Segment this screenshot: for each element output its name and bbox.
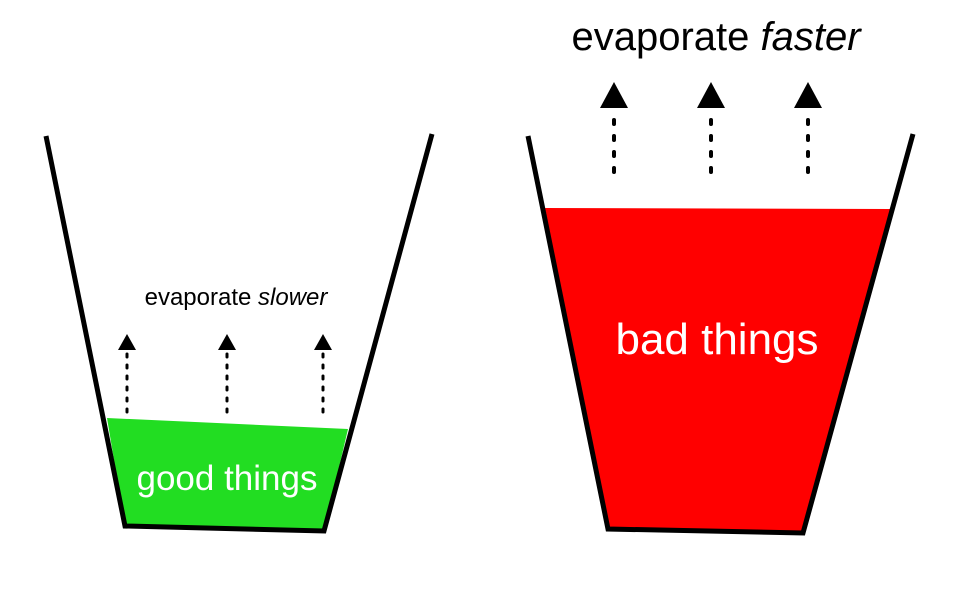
right-cup: bad things (525, 133, 916, 536)
right-cup-caption-emphasis: faster (761, 15, 863, 59)
left-arrow-3 (314, 334, 332, 414)
left-cup-caption-emphasis: slower (258, 284, 328, 311)
right-cup-caption: evaporate faster (571, 15, 862, 59)
right-cup-liquid (545, 208, 891, 533)
right-arrow-1-head (600, 82, 628, 108)
left-arrow-2-head (218, 334, 236, 350)
left-arrow-1-head (118, 334, 136, 350)
left-cup-arrows (118, 334, 332, 414)
left-arrow-3-head (314, 334, 332, 350)
right-cup-arrows (600, 82, 822, 174)
left-arrow-2 (218, 334, 236, 414)
svg-text:evaporate faster: evaporate faster (571, 15, 862, 59)
right-arrow-3-head (794, 82, 822, 108)
right-cup-label: bad things (615, 315, 818, 364)
left-cup: good things (43, 133, 435, 534)
right-arrow-2-head (697, 82, 725, 108)
right-cup-outline (525, 133, 916, 536)
svg-text:evaporate slower: evaporate slower (145, 284, 329, 311)
left-cup-caption: evaporate slower (145, 284, 329, 311)
right-arrow-3 (794, 82, 822, 174)
left-cup-liquid (107, 418, 348, 531)
right-arrow-1 (600, 82, 628, 174)
right-arrow-2 (697, 82, 725, 174)
left-cup-outline (43, 133, 435, 534)
right-cup-caption-prefix: evaporate (571, 15, 749, 59)
left-cup-caption-prefix: evaporate (145, 284, 252, 311)
left-cup-label: good things (137, 459, 318, 498)
left-arrow-1 (118, 334, 136, 414)
